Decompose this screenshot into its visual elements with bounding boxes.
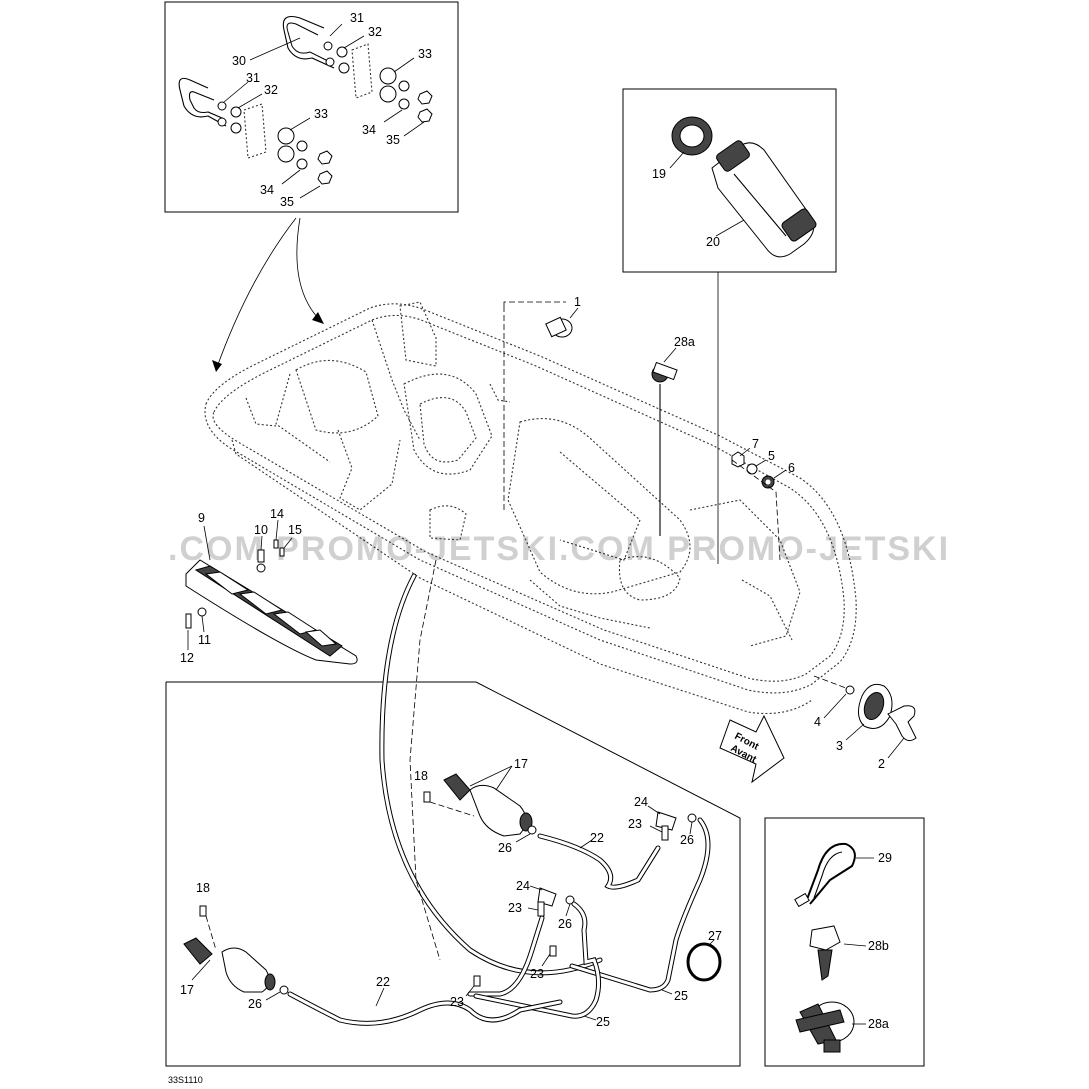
callout-25: 25 bbox=[674, 989, 688, 1003]
callout-17: 17 bbox=[180, 983, 194, 997]
callout-18: 18 bbox=[414, 769, 428, 783]
u-bolt-upper bbox=[286, 22, 331, 63]
callout-28b: 28b bbox=[868, 939, 889, 953]
part-10-screw bbox=[257, 549, 265, 563]
callout-28a: 28a bbox=[674, 335, 695, 349]
storage-inset: 19 20 bbox=[622, 88, 837, 273]
callout-31: 31 bbox=[246, 71, 260, 85]
callout-17: 17 bbox=[514, 757, 528, 771]
inset-frame-bilge bbox=[165, 681, 741, 1067]
callout-26: 26 bbox=[248, 997, 262, 1011]
part-29-cable-tie bbox=[805, 842, 856, 905]
callout-19: 19 bbox=[652, 167, 666, 181]
drawing-code: 33S1110 bbox=[168, 1075, 203, 1085]
callout-30: 30 bbox=[232, 54, 246, 68]
callout-10: 10 bbox=[254, 523, 268, 537]
callout-7: 7 bbox=[752, 437, 759, 451]
part-27-ring bbox=[686, 942, 722, 982]
callout-15: 15 bbox=[288, 523, 302, 537]
callout-12: 12 bbox=[180, 651, 194, 665]
part-5-washer bbox=[746, 463, 758, 475]
pointer-arrow-right bbox=[296, 217, 323, 323]
callout-11: 11 bbox=[198, 633, 211, 647]
part-28b-screw bbox=[809, 925, 841, 951]
front-direction-arrow: Front Avant bbox=[719, 714, 785, 784]
part-9-step bbox=[185, 559, 358, 665]
fasteners-inset: 29 28b 28a bbox=[764, 817, 925, 1067]
part-24-fitting bbox=[655, 811, 677, 831]
callout-23: 23 bbox=[450, 995, 464, 1009]
callout-28a: 28a bbox=[868, 1017, 889, 1031]
hull-body bbox=[204, 301, 857, 715]
bracket-plate-lower bbox=[243, 103, 267, 159]
callout-34: 34 bbox=[362, 123, 376, 137]
callout-18: 18 bbox=[196, 881, 210, 895]
inset-frame-tow-eyes bbox=[164, 1, 459, 213]
callout-35: 35 bbox=[280, 195, 294, 209]
callout-3: 3 bbox=[836, 739, 843, 753]
part-17-valve bbox=[443, 773, 471, 801]
callout-25: 25 bbox=[596, 1015, 610, 1029]
part-17-valve-lower bbox=[183, 937, 213, 965]
callout-23: 23 bbox=[628, 817, 642, 831]
callout-9: 9 bbox=[198, 511, 205, 525]
part-7-nut bbox=[731, 451, 745, 468]
callout-27: 27 bbox=[708, 929, 722, 943]
callout-6: 6 bbox=[788, 461, 795, 475]
callout-24: 24 bbox=[634, 795, 648, 809]
bilge-inset: 18 17 26 22 24 23 26 25 27 bbox=[165, 559, 741, 1067]
callout-22: 22 bbox=[590, 831, 604, 845]
callout-5: 5 bbox=[768, 449, 775, 463]
callout-33: 33 bbox=[314, 107, 328, 121]
part-4-washer bbox=[845, 685, 855, 695]
part-11-washer bbox=[197, 607, 207, 617]
part-12-screw bbox=[185, 613, 192, 629]
callout-32: 32 bbox=[264, 83, 278, 97]
callout-20: 20 bbox=[706, 235, 720, 249]
part-18-screw bbox=[423, 791, 431, 803]
callout-22: 22 bbox=[376, 975, 390, 989]
part-17-pump-lower bbox=[221, 947, 270, 993]
callout-26: 26 bbox=[558, 917, 572, 931]
callout-1: 1 bbox=[574, 295, 581, 309]
inset-frame-fasteners bbox=[764, 817, 925, 1067]
leader-part-1 bbox=[503, 301, 566, 306]
inset-frame-storage bbox=[622, 88, 837, 273]
part-2-plug bbox=[887, 705, 917, 742]
callout-31: 31 bbox=[350, 11, 364, 25]
u-bolt-lower bbox=[178, 77, 227, 127]
callout-24: 24 bbox=[516, 879, 530, 893]
callout-23: 23 bbox=[530, 967, 544, 981]
callout-32: 32 bbox=[368, 25, 382, 39]
callout-33: 33 bbox=[418, 47, 432, 61]
callout-29: 29 bbox=[878, 851, 892, 865]
callout-2: 2 bbox=[878, 757, 885, 771]
callout-26: 26 bbox=[498, 841, 512, 855]
callout-35: 35 bbox=[386, 133, 400, 147]
pointer-arrow-left bbox=[215, 217, 297, 371]
callout-26: 26 bbox=[680, 833, 694, 847]
callout-23: 23 bbox=[508, 901, 522, 915]
watermark: .COM PROMO-JETSKI.COM PROMO-JETSKI bbox=[168, 530, 950, 568]
bracket-plate-upper bbox=[351, 43, 373, 99]
callout-14: 14 bbox=[270, 507, 284, 521]
callout-4: 4 bbox=[814, 715, 821, 729]
part-18-screw-lower bbox=[199, 905, 207, 917]
part-17-pump bbox=[469, 784, 527, 837]
callout-34: 34 bbox=[260, 183, 274, 197]
tow-eye-inset: 30 31 32 33 31 32 33 34 35 34 35 bbox=[164, 1, 459, 213]
